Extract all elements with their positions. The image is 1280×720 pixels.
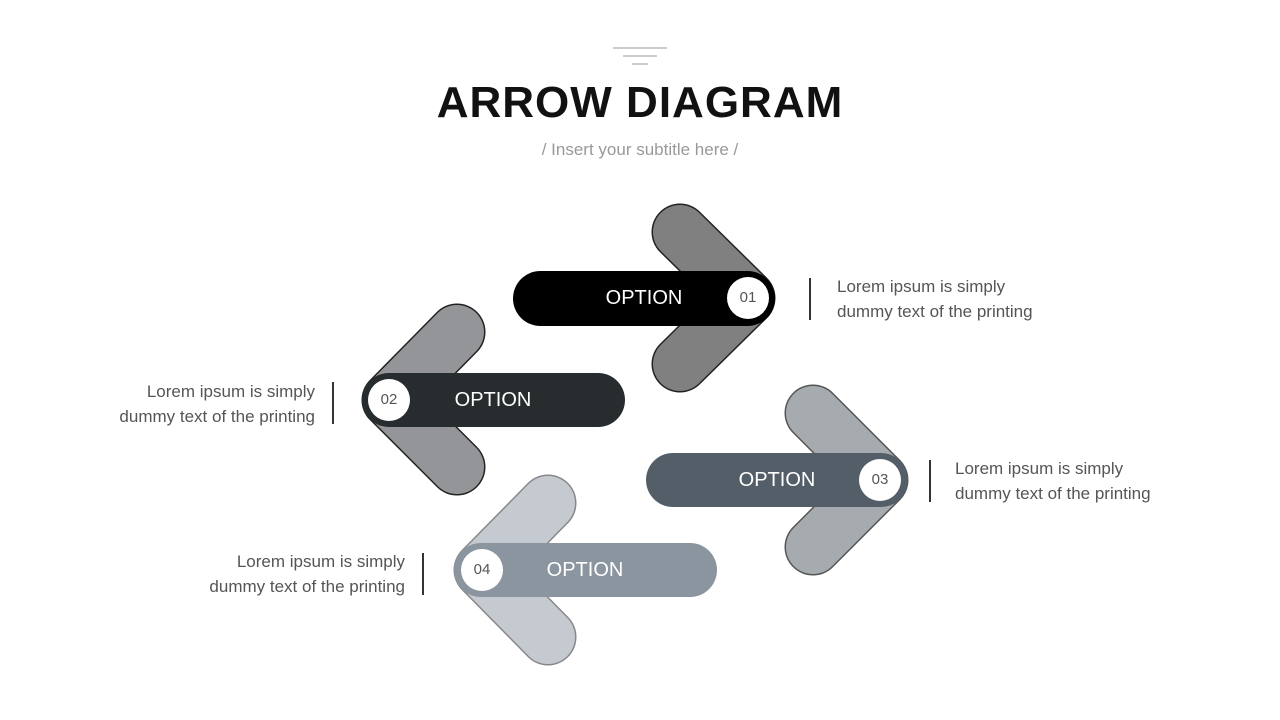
pill-04 <box>454 543 717 597</box>
arrow-02 <box>361 303 625 496</box>
option-desc-02: Lorem ipsum is simply dummy text of the … <box>119 382 315 426</box>
pill-01 <box>513 271 775 326</box>
option-number-01: 01 <box>739 289 757 306</box>
option-desc-03: Lorem ipsum is simply dummy text of the … <box>955 459 1151 503</box>
pill-03 <box>646 453 908 507</box>
arrow-03 <box>646 384 909 576</box>
divider-lines <box>332 278 931 595</box>
option-number-03: 03 <box>871 471 889 488</box>
pill-02 <box>362 373 625 427</box>
option-label-04: OPTION <box>546 559 624 581</box>
arrow-01 <box>513 203 776 393</box>
page-subtitle: / Insert your subtitle here / <box>541 140 739 159</box>
option-label-02: OPTION <box>454 389 532 411</box>
title-ornament <box>613 47 667 65</box>
arrow-04 <box>453 474 717 666</box>
page-title: ARROW DIAGRAM <box>436 78 844 127</box>
option-label-01: OPTION <box>605 287 683 309</box>
option-label-03: OPTION <box>738 469 816 491</box>
option-desc-04: Lorem ipsum is simply dummy text of the … <box>209 552 405 596</box>
option-desc-01: Lorem ipsum is simply dummy text of the … <box>837 277 1033 321</box>
option-number-04: 04 <box>473 561 491 578</box>
option-number-02: 02 <box>380 391 398 408</box>
